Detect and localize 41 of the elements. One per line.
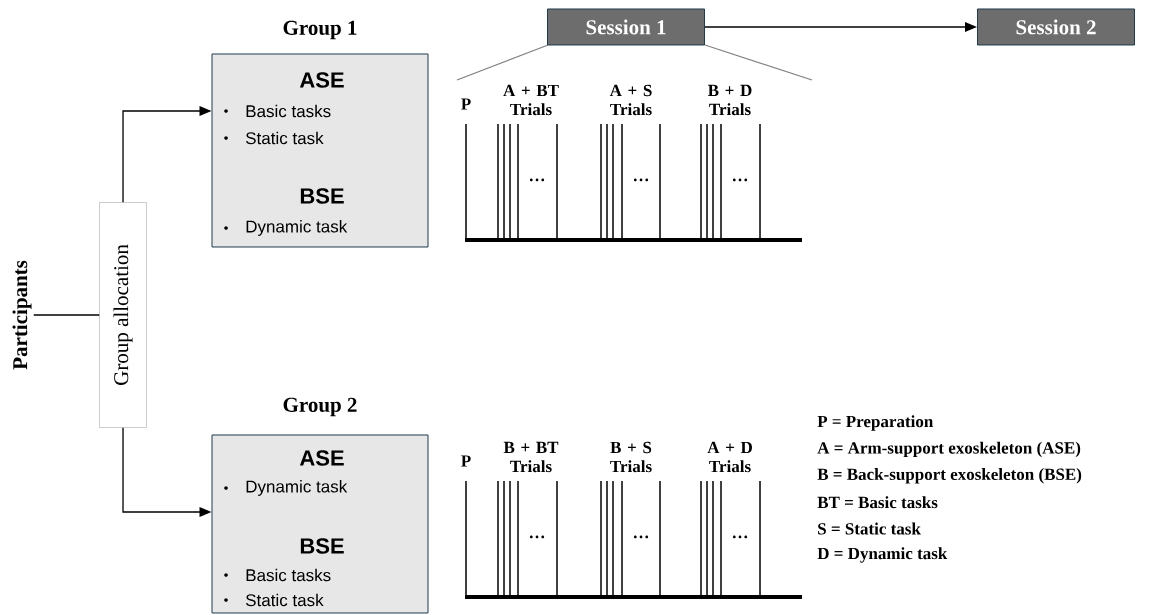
key-entry: A = Arm-support exoskeleton (ASE) xyxy=(817,441,1081,458)
key-entry: S = Static task xyxy=(818,522,921,535)
session-box: Session 1 xyxy=(547,8,705,46)
trial-label: A + BT Trials xyxy=(503,84,559,116)
arrow xyxy=(122,427,212,517)
node-label: BSE xyxy=(300,188,344,204)
ellipsis: … xyxy=(732,535,748,539)
group-box: ASE Dynamic task BSE Basic tasks Static task xyxy=(211,434,429,614)
session-box: Session 2 xyxy=(977,8,1135,46)
trial-label: A + D Trials xyxy=(707,441,752,473)
node-label: BSE xyxy=(300,538,344,554)
trial-label: A + S Trials xyxy=(609,84,652,116)
allocation-box: Group allocation xyxy=(99,202,147,428)
node-label: ASE xyxy=(299,450,344,466)
node-label: ASE xyxy=(299,72,344,88)
trial-label: B + D Trials xyxy=(707,84,752,116)
key-entry: BT = Basic tasks xyxy=(817,496,938,509)
key-entry: B = Back-support exoskeleton (BSE) xyxy=(817,468,1082,484)
node-label: Static task xyxy=(245,131,324,145)
node-label: Static task xyxy=(245,593,324,607)
ellipsis: … xyxy=(529,535,545,539)
key-entry: D = Dynamic task xyxy=(817,547,948,563)
group-box: ASE Basic tasks Static task BSE Dynamic task xyxy=(211,53,429,248)
trial-label: B + S Trials xyxy=(610,441,652,473)
group-heading: Group 1 xyxy=(283,20,357,40)
ellipsis: … xyxy=(529,178,545,182)
arrow xyxy=(122,106,212,203)
node-label: Basic tasks xyxy=(246,104,331,118)
key-entry: P = Preparation xyxy=(817,415,934,431)
ellipsis: … xyxy=(633,178,649,182)
participants-label: Participants xyxy=(12,260,32,370)
arrow xyxy=(704,22,977,32)
node-label: Dynamic task xyxy=(246,220,348,236)
node-label: Dynamic task xyxy=(246,480,348,496)
ellipsis: … xyxy=(633,535,649,539)
trial-label: B + BT Trials xyxy=(503,441,559,473)
trial-label: P xyxy=(461,98,471,110)
trial-label: P xyxy=(461,455,471,467)
group-heading: Group 2 xyxy=(283,397,357,417)
node-label: Basic tasks xyxy=(246,568,331,582)
ellipsis: … xyxy=(732,178,748,182)
